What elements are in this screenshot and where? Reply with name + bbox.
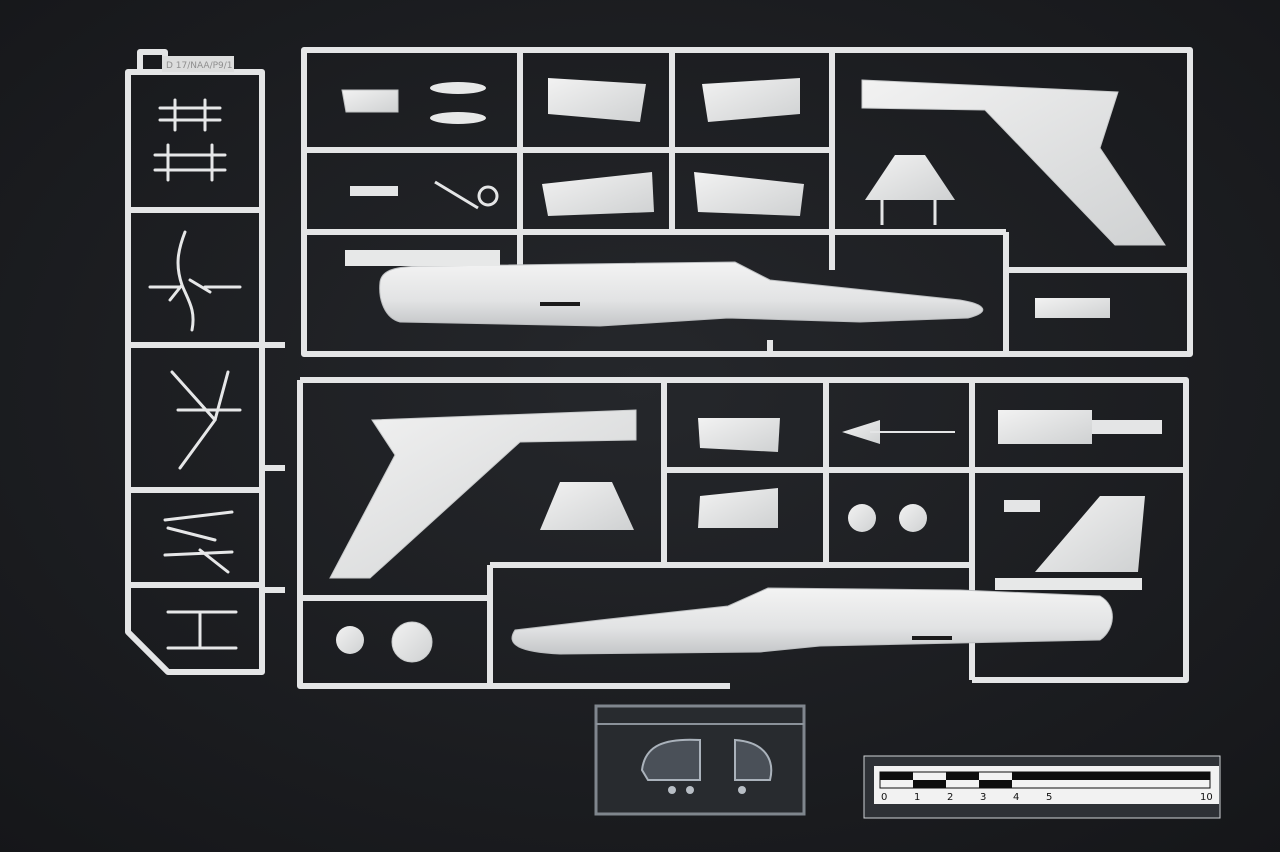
flap-part: [548, 78, 646, 122]
flap-part-lower: [698, 418, 780, 452]
scale-bar: 0 1 2 3 4 5 10: [863, 755, 1221, 819]
scale-tick-1: 1: [914, 792, 920, 803]
sprue-d-code: D 17/NAA/P9/1: [166, 61, 233, 71]
flap-part: [542, 172, 654, 216]
sprue-d-parts: [148, 98, 242, 650]
flap-part-lower: [698, 488, 778, 528]
drop-tank-part: [430, 112, 486, 124]
wheel-part: [848, 504, 876, 532]
flap-part: [694, 172, 804, 216]
wing-lower: [329, 409, 637, 579]
canopy-frame: [865, 155, 955, 200]
wheel-part: [899, 504, 927, 532]
scale-tick-0: 0: [881, 792, 887, 803]
tail-fin: [1035, 496, 1145, 572]
wing-upper: [861, 79, 1166, 246]
flap-part: [702, 78, 800, 122]
scale-tick-10: 10: [1200, 792, 1213, 803]
upper-parts: [341, 78, 1166, 327]
drop-tank-part: [430, 82, 486, 94]
sprue-upper: [301, 47, 1193, 357]
scale-tick-3: 3: [980, 792, 986, 803]
clear-sprue: [594, 704, 806, 816]
fuselage-half-lower: [511, 587, 1113, 655]
lower-parts: [329, 409, 1162, 663]
canopy-frame-lower: [540, 482, 634, 530]
scale-tick-5: 5: [1046, 792, 1052, 803]
canopy-clear: [640, 738, 701, 781]
sprue-d: [125, 49, 285, 675]
ejection-seat: [341, 89, 399, 113]
sprue-d-tab: [162, 56, 234, 72]
fuselage-half-upper: [379, 261, 984, 327]
scale-tick-4: 4: [1013, 792, 1019, 803]
windscreen-clear: [734, 738, 773, 781]
scale-tick-2: 2: [947, 792, 953, 803]
intake-part: [391, 621, 433, 663]
